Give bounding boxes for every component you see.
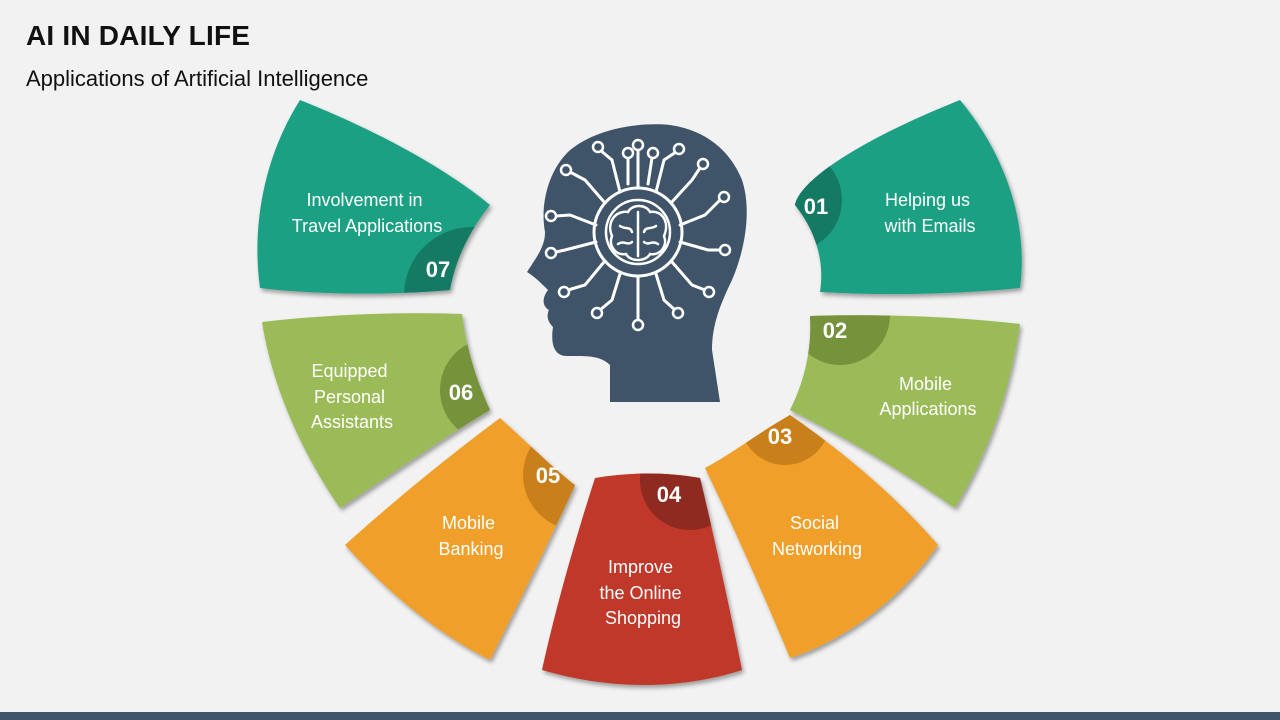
segment-02-number: 02 (823, 318, 847, 343)
segment-04-number: 04 (657, 482, 682, 507)
segment-04-shape (542, 473, 742, 685)
svg-text:Equipped Personal: Equipped Personal Assistants (311, 361, 393, 432)
segment-05-label-line-1: Mobile (442, 513, 495, 533)
segment-04-label-line-1: Improve (608, 557, 673, 577)
svg-text:Social Networking: Social Networking (772, 513, 862, 559)
segment-07-number: 07 (426, 257, 450, 282)
circuit-nodes (544, 138, 732, 332)
svg-text:Improve the Online: Improve the Online Shopping (599, 557, 686, 628)
page-subtitle: Applications of Artificial Intelligence (26, 66, 369, 91)
segment-02: 02 Mobile Applications (790, 315, 1020, 508)
segment-03-number: 03 (768, 424, 792, 449)
segment-07: 07 Involvement in Travel Applications (257, 100, 490, 294)
segment-03-label-line-2: Networking (772, 539, 862, 559)
segment-03-label-line-1: Social (790, 513, 839, 533)
segment-06-shape (262, 313, 490, 508)
segment-06-number-badge (440, 338, 490, 442)
segment-03: 03 Social Networking (705, 415, 938, 658)
segment-05-shape (345, 418, 575, 660)
segment-04-label-line-2: the Online (599, 583, 681, 603)
segment-01: 01 Helping us with Emails (795, 100, 1022, 295)
segment-06-label-line-3: Assistants (311, 412, 393, 432)
segment-07-label-line-1: Involvement in (306, 190, 422, 210)
segment-02-label-line-1: Mobile (899, 374, 952, 394)
page-title: AI IN DAILY LIFE (26, 20, 251, 51)
segment-01-shape (795, 100, 1022, 295)
segment-06-number: 06 (449, 380, 473, 405)
svg-text:Mobile Banking: Mobile Banking (438, 513, 503, 559)
segment-03-number-badge (740, 415, 830, 465)
segment-06-label-line-2: Personal (314, 387, 385, 407)
segment-03-shape (705, 415, 938, 658)
svg-text:Helping us with Emails: Helping us with Emails (883, 190, 975, 236)
segment-02-label-line-2: Applications (879, 399, 976, 419)
svg-text:Mobile Applications: Mobile Applications (879, 374, 976, 419)
segment-05-number: 05 (536, 463, 560, 488)
ai-brain-head-icon (527, 124, 747, 403)
segment-07-number-badge (404, 227, 490, 294)
segment-01-number: 01 (804, 194, 828, 219)
segment-05-label-line-2: Banking (438, 539, 503, 559)
segment-01-label-line-2: with Emails (883, 216, 975, 236)
circuit-lines (554, 148, 722, 322)
segment-02-number-badge (790, 315, 890, 365)
segment-07-label-line-2: Travel Applications (292, 216, 442, 236)
brain-icon (609, 204, 668, 262)
segment-06: 06 Equipped Personal Assistants (262, 313, 490, 508)
segment-06-label-line-1: Equipped (311, 361, 387, 381)
segment-01-label-line-1: Helping us (885, 190, 970, 210)
footer-bar (0, 712, 1280, 720)
segment-04-label-line-3: Shopping (605, 608, 681, 628)
svg-text:Involvement in Travel A: Involvement in Travel Applications (292, 190, 442, 236)
